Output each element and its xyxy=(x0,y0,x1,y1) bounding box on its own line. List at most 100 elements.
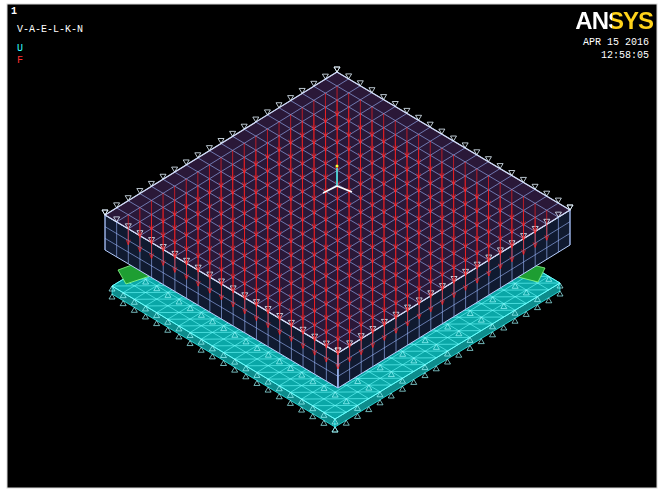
constraint-symbol xyxy=(400,378,406,383)
force-arrow xyxy=(335,156,339,186)
constraint-symbol xyxy=(546,276,552,281)
constraint-symbol xyxy=(567,205,573,210)
constraint-symbol xyxy=(501,304,507,309)
constraint-symbol xyxy=(137,189,143,194)
force-arrow xyxy=(359,325,363,355)
constraint-symbol xyxy=(311,81,317,86)
constraint-symbol xyxy=(343,420,349,425)
constraint-symbol xyxy=(485,157,491,162)
force-arrow xyxy=(313,325,317,355)
constraint-symbol xyxy=(243,339,249,344)
constraint-symbol xyxy=(299,88,305,93)
constraint-symbol xyxy=(355,379,361,384)
constraint-symbol xyxy=(343,399,349,404)
constraint-symbol xyxy=(422,338,428,343)
constraint-symbol xyxy=(310,414,316,419)
constraint-symbol xyxy=(535,305,541,310)
constraint-symbol xyxy=(490,332,496,337)
top-plate-face xyxy=(105,72,570,353)
axis-y xyxy=(336,168,338,186)
constraint-symbol xyxy=(209,354,215,359)
axis-origin xyxy=(336,165,339,168)
symbol-key: U xyxy=(17,43,23,54)
time-stamp: 12:58:05 xyxy=(601,50,649,61)
force-arrow xyxy=(475,253,479,283)
constraint-symbol xyxy=(366,385,372,390)
force-arrow xyxy=(406,296,410,326)
constraint-symbol xyxy=(287,400,293,405)
constraint-symbol xyxy=(176,326,182,331)
constraint-symbol xyxy=(165,319,171,324)
constraint-symbol xyxy=(377,365,383,370)
force-arrow xyxy=(394,303,398,333)
mesh-line xyxy=(303,189,535,332)
force-arrow xyxy=(278,304,282,334)
constraint-symbol xyxy=(520,177,526,182)
force-arrow xyxy=(336,339,340,369)
mesh-line xyxy=(324,412,346,413)
constraint-symbol xyxy=(478,317,484,322)
constraint-symbol xyxy=(422,373,428,378)
constraint-symbol xyxy=(334,67,340,72)
force-arrow xyxy=(487,246,491,276)
mesh-line xyxy=(558,217,559,252)
constraint-symbol xyxy=(154,286,160,291)
constraint-symbol xyxy=(555,198,561,203)
constraint-symbol xyxy=(142,314,148,319)
constraint-symbol xyxy=(276,386,282,391)
constraint-symbol xyxy=(377,392,383,397)
constraint-symbol xyxy=(334,67,340,72)
constraint-symbol xyxy=(187,306,193,311)
constraint-symbol xyxy=(125,196,131,201)
force-arrow xyxy=(498,239,502,269)
constraint-symbol xyxy=(172,167,178,172)
constraint-symbol xyxy=(474,150,480,155)
constraint-symbol xyxy=(388,393,394,398)
force-arrow xyxy=(173,242,177,272)
force-arrow xyxy=(196,256,200,286)
constraint-symbol xyxy=(451,136,457,141)
constraint-symbol xyxy=(523,311,529,316)
constraint-symbol xyxy=(310,406,316,411)
force-arrow xyxy=(266,298,270,328)
constraint-symbol xyxy=(230,131,236,136)
constraint-symbol xyxy=(253,117,259,122)
constraint-symbol xyxy=(265,352,271,357)
constraint-symbol xyxy=(187,341,193,346)
constraint-symbol xyxy=(467,337,473,342)
mesh-line xyxy=(313,405,358,406)
constraint-symbol xyxy=(392,102,398,107)
constraint-symbol xyxy=(544,191,550,196)
force-arrow xyxy=(452,267,456,297)
top-plate-side xyxy=(105,215,338,388)
constraint-symbol xyxy=(254,380,260,385)
constraint-symbol xyxy=(456,331,462,336)
constraint-symbol xyxy=(102,210,108,215)
constraint-symbol xyxy=(276,359,282,364)
constraint-symbol xyxy=(243,374,249,379)
constraint-symbol xyxy=(288,366,294,371)
constraint-symbol xyxy=(567,205,573,210)
constraint-symbol xyxy=(357,81,363,86)
constraint-symbol xyxy=(143,279,149,284)
constraint-symbol xyxy=(232,359,238,364)
mesh-line xyxy=(116,222,117,257)
constraint-symbol xyxy=(210,319,216,324)
constraint-symbol xyxy=(265,379,271,384)
constraint-symbol xyxy=(490,324,496,329)
constraint-symbol xyxy=(288,96,294,101)
top-plate xyxy=(102,67,573,388)
force-arrow xyxy=(185,249,189,279)
force-arrow xyxy=(138,222,142,252)
constraint-symbol xyxy=(355,413,361,418)
constraint-symbol xyxy=(120,293,126,298)
mesh-line xyxy=(105,215,338,353)
mesh-line xyxy=(302,398,369,399)
constraint-symbol xyxy=(377,400,383,405)
constraint-symbol xyxy=(332,392,338,397)
constraint-symbol xyxy=(176,299,182,304)
constraint-symbol xyxy=(183,160,189,165)
constraint-symbol xyxy=(232,367,238,372)
mesh-line xyxy=(105,215,106,250)
